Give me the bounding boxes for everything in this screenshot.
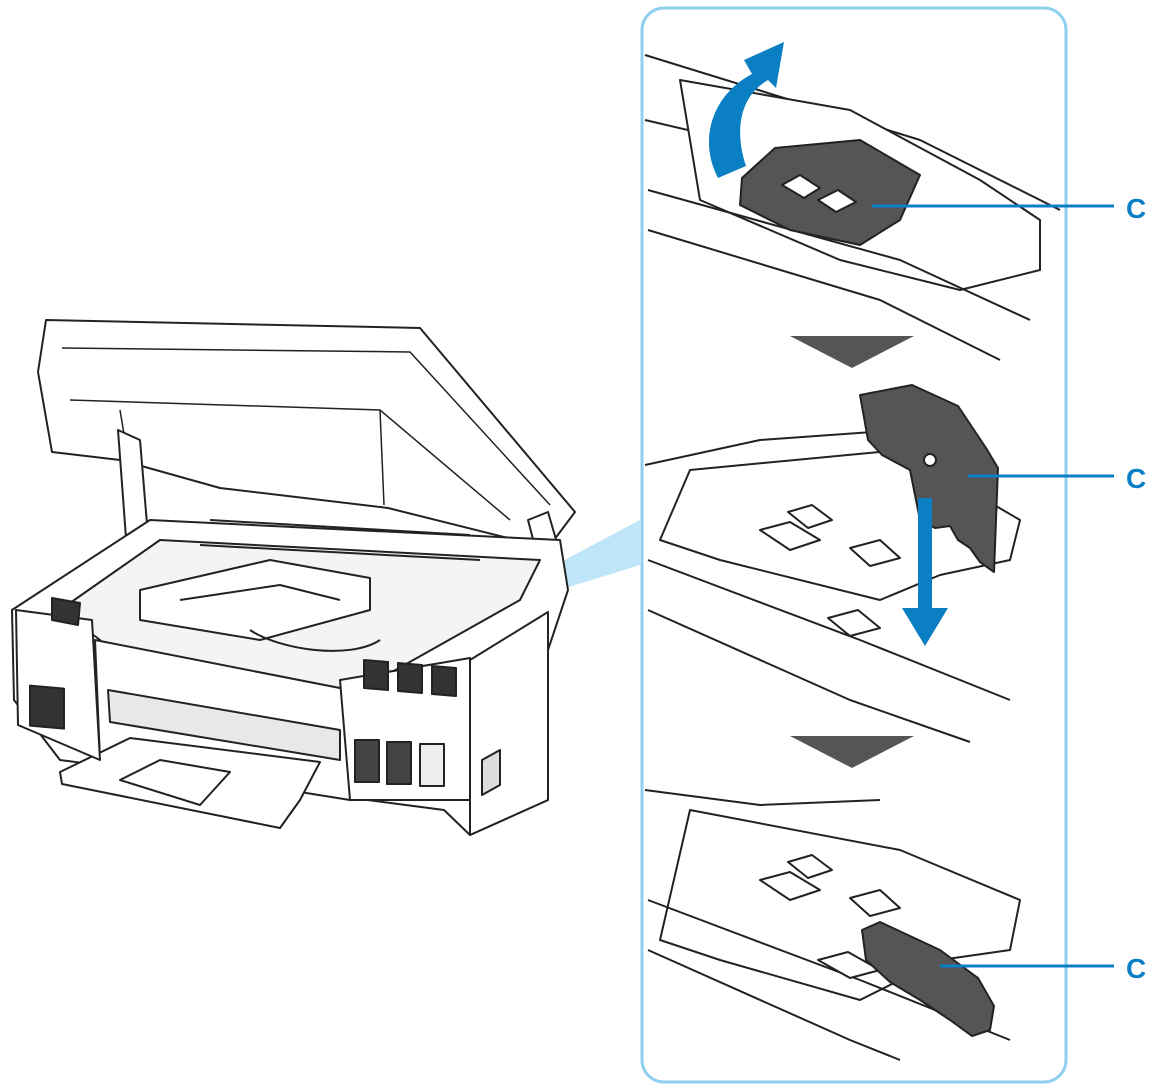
scanner-lid [37, 319, 576, 549]
ink-window-2 [386, 741, 412, 785]
side-port [481, 749, 501, 796]
step-separator-1 [790, 336, 914, 368]
print-head-carriage [139, 559, 371, 641]
step-1-callout-label: C [1126, 193, 1146, 224]
ink-window-3 [419, 743, 445, 787]
ink-cap-2 [397, 662, 423, 694]
step-2-callout-label: C [1126, 463, 1146, 494]
joint-lever-set [861, 921, 995, 1037]
step-1-open-joint-lever [644, 54, 1061, 361]
ink-cap-3 [431, 665, 457, 697]
left-ink-window [29, 684, 65, 730]
step-2-insert-arrow [902, 498, 948, 646]
output-tray [59, 737, 321, 829]
joint-lever-insert [859, 384, 999, 573]
step-3-callout-label: C [1126, 953, 1146, 984]
step-3-lever-set [644, 789, 1021, 1061]
ink-cap-1 [363, 659, 389, 691]
step-separator-2 [790, 736, 914, 768]
output-slot [107, 689, 341, 761]
left-ink-cap [51, 597, 81, 626]
ink-window-1 [354, 739, 380, 783]
left-ink-tank [15, 609, 101, 761]
step-1-lift-arrow [708, 42, 784, 178]
printer-illustration [11, 319, 576, 836]
joint-lever-open [739, 139, 921, 246]
